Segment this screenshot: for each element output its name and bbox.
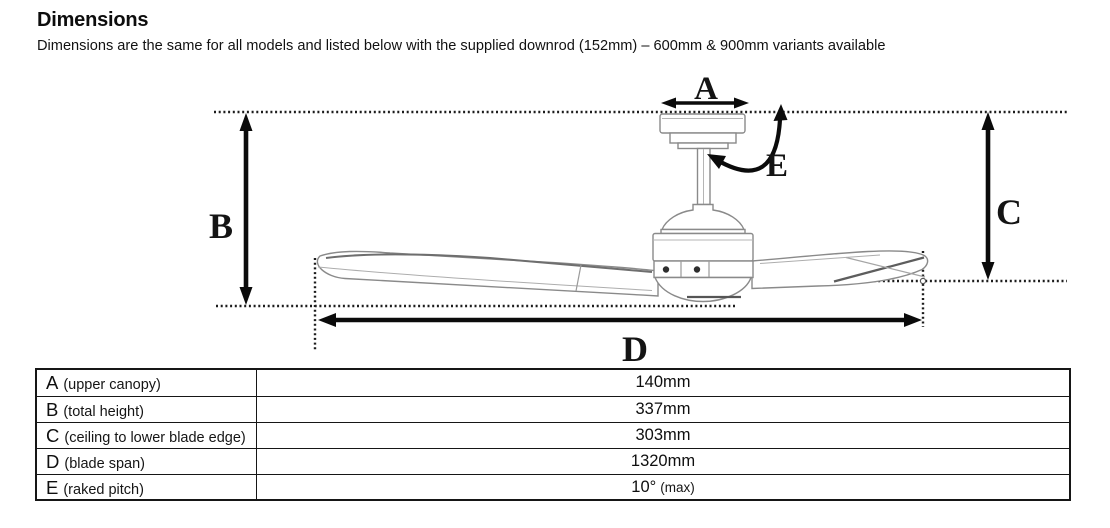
dotted-cross-marker <box>919 277 927 285</box>
fan-dimensions-diagram: A B C D E <box>209 71 1068 366</box>
table-row-a-label: A(upper canopy) <box>37 370 257 396</box>
bottom-dome <box>653 276 752 303</box>
right-blade-top-line <box>759 254 881 264</box>
dim-letter-a: A <box>46 372 59 393</box>
page-header: Dimensions Dimensions are the same for a… <box>37 9 885 54</box>
dimension-arrows <box>239 97 995 327</box>
table-row-e-label: E(raked pitch) <box>37 473 257 500</box>
table-row-c-label: C(ceiling to lower blade edge) <box>37 421 257 448</box>
arrow-c-ceiling-to-blade <box>981 112 995 280</box>
dim-value-d: 1320mm <box>630 451 696 470</box>
arrow-e-raked-pitch <box>707 104 788 173</box>
arrow-b-total-height <box>239 113 253 305</box>
table-row-d-label: D(blade span) <box>37 447 257 474</box>
mount-screw-right <box>693 266 701 273</box>
upper-canopy <box>659 113 746 134</box>
dim-value-b: 337mm <box>635 399 691 418</box>
dim-letter-e: E <box>46 476 59 498</box>
left-blade-leading-edge <box>325 253 653 273</box>
motor-housing <box>652 232 754 262</box>
dim-note-e: (max) <box>660 479 695 495</box>
reference-lines <box>214 110 1068 352</box>
arrow-a-canopy-width <box>661 97 749 109</box>
dim-desc-e: (raked pitch) <box>63 481 144 498</box>
left-blade-underside-line <box>317 266 653 291</box>
right-blade-cross-line <box>845 256 926 278</box>
table-row-b-value: 337mm <box>257 395 1069 422</box>
canopy-step <box>669 132 737 144</box>
label-e: E <box>766 148 788 184</box>
right-blade-winglet-line <box>833 256 925 283</box>
dim-letter-b: B <box>46 398 59 420</box>
label-a: A <box>694 71 718 107</box>
canopy-collar <box>677 142 729 150</box>
right-blade <box>751 250 929 290</box>
label-d: D <box>622 329 648 366</box>
page-title: Dimensions <box>37 9 149 31</box>
label-b: B <box>209 206 233 246</box>
dim-value-c: 303mm <box>635 425 691 444</box>
dim-value-e: 10° <box>631 477 657 496</box>
fan-blades <box>316 250 929 297</box>
left-blade-seam <box>575 264 582 292</box>
fan-body <box>652 113 927 303</box>
page-subtitle: Dimensions are the same for all models a… <box>37 38 886 54</box>
table-row-c-value: 303mm <box>257 421 1069 448</box>
left-blade <box>316 250 659 297</box>
mount-screw-left <box>662 266 670 273</box>
dim-desc-a: (upper canopy) <box>63 377 161 393</box>
dim-value-a: 140mm <box>635 373 691 391</box>
table-row-e-value: 10°(max) <box>257 473 1069 500</box>
dim-letter-c: C <box>46 424 60 446</box>
dim-letter-d: D <box>46 450 60 472</box>
dim-desc-d: (blade span) <box>64 455 145 472</box>
table-row-a-value: 140mm <box>257 370 1069 396</box>
table-row-b-label: B(total height) <box>37 395 257 422</box>
arrow-d-blade-span <box>318 313 922 327</box>
label-c: C <box>996 192 1022 232</box>
motor-bell-mount <box>660 203 746 231</box>
dim-desc-b: (total height) <box>63 403 144 420</box>
dimensions-table: A(upper canopy) 140mm B(total height) 33… <box>35 368 1071 502</box>
table-row-d-value: 1320mm <box>257 447 1069 474</box>
dim-desc-c: (ceiling to lower blade edge) <box>64 429 246 446</box>
